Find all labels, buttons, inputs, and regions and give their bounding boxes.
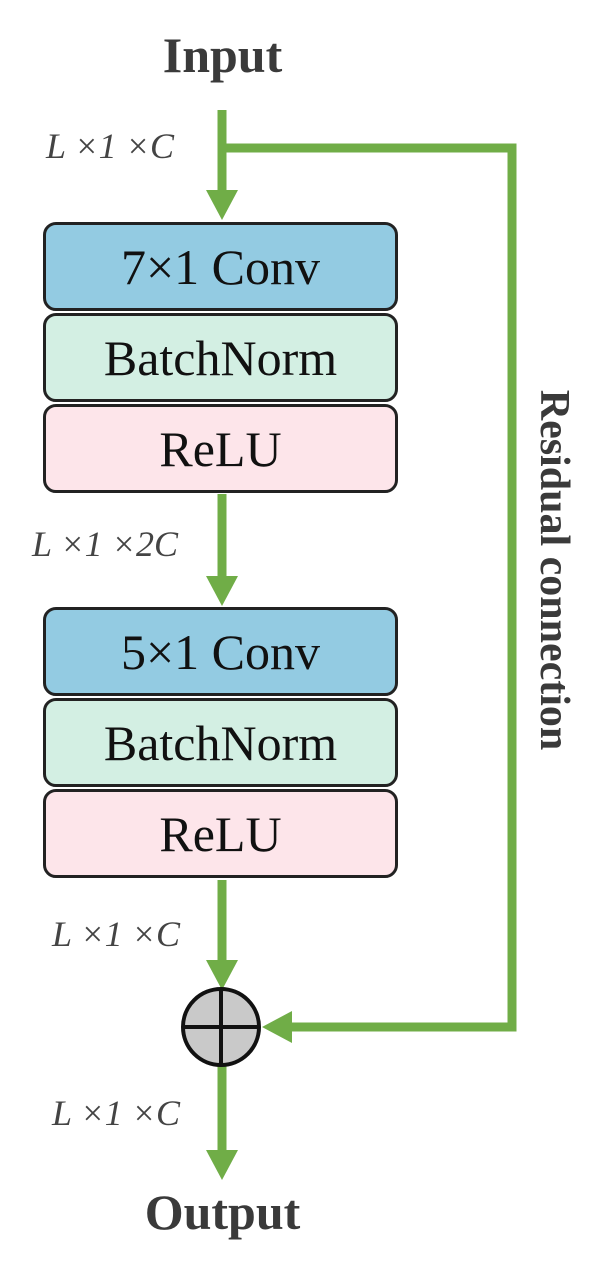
- block2-batchnorm: BatchNorm: [43, 698, 398, 787]
- arrowhead-block2: [206, 576, 238, 606]
- dim-label-after-block2: L ×1 ×C: [52, 914, 180, 954]
- block1-relu: ReLU: [43, 404, 398, 493]
- arrowhead-input: [206, 190, 238, 220]
- arrowhead-adder-top: [206, 960, 238, 990]
- arrowhead-output: [206, 1150, 238, 1180]
- arrowhead-residual: [262, 1011, 292, 1043]
- output-label: Output: [144, 1184, 301, 1240]
- dim-label-output: L ×1 ×C: [52, 1093, 180, 1133]
- residual-path: [226, 143, 517, 1032]
- block2-conv: 5×1 Conv: [43, 607, 398, 696]
- block1-batchnorm: BatchNorm: [43, 313, 398, 402]
- dim-label-input: L ×1 ×C: [46, 126, 174, 166]
- residual-connection-label: Residual connection: [531, 389, 577, 751]
- block2-relu: ReLU: [43, 789, 398, 878]
- dim-label-mid: L ×1 ×2C: [32, 524, 178, 564]
- block1-conv: 7×1 Conv: [43, 222, 398, 311]
- input-label: Input: [162, 27, 283, 83]
